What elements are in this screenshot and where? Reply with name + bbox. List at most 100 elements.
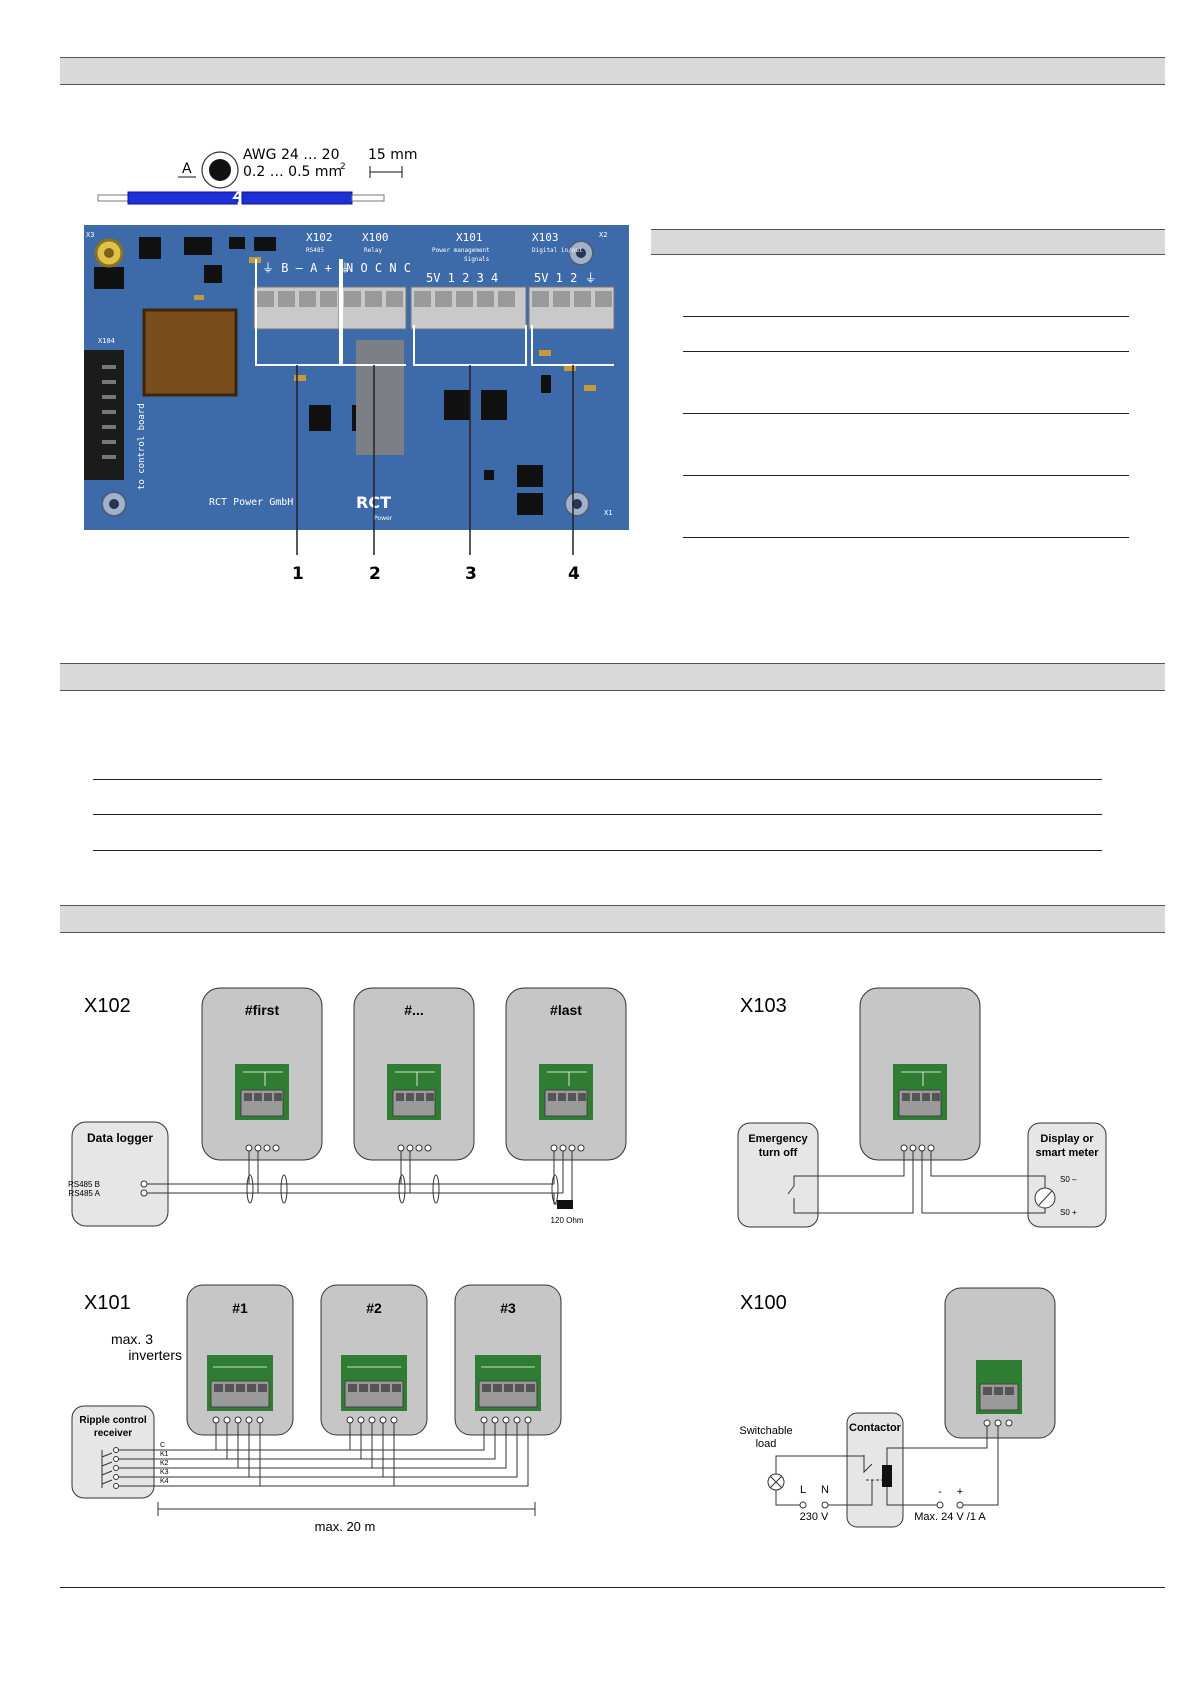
diagram-x102-title: X102 xyxy=(84,995,131,1017)
header-x101-sub2: Signals xyxy=(464,256,490,263)
x102-device-first: #first xyxy=(201,987,323,1161)
header-x103-id: X103 xyxy=(532,231,559,244)
x101-device-2: #2 xyxy=(320,1284,428,1436)
section-header-wiring xyxy=(60,57,1165,85)
x103-display-box: Display or smart meter S0 – S0 + xyxy=(1027,1122,1107,1228)
x103-emergency-box: Emergency turn off xyxy=(737,1122,819,1228)
terminal-block-x103 xyxy=(528,286,615,330)
diagram-x100-title: X100 xyxy=(740,1292,787,1314)
x101-device-3: #3 xyxy=(454,1284,562,1436)
svg-text:C: C xyxy=(160,1442,165,1449)
section-header-specs xyxy=(60,663,1165,691)
header-x101-id: X101 xyxy=(456,231,483,244)
table-rule xyxy=(683,537,1129,538)
svg-text:K1: K1 xyxy=(160,1451,169,1458)
x101-ripple-receiver: Ripple control receiver C K1 K2 K3 K4 xyxy=(71,1405,169,1499)
x101-note: max. 3 xyxy=(111,1331,153,1347)
cable-awg: AWG 24 … 20 xyxy=(243,147,339,163)
pcb-logo-sub: Power xyxy=(374,515,393,522)
x100-dc-rating: Max. 24 V /1 A xyxy=(914,1511,986,1523)
header-x103-pins: 5V 1 2 ⏚ xyxy=(534,271,597,285)
callout-4: 4 xyxy=(568,564,580,584)
svg-text:receiver: receiver xyxy=(94,1428,132,1439)
table-rule xyxy=(93,779,1102,780)
svg-text:Ripple control: Ripple control xyxy=(79,1415,146,1426)
svg-text:K4: K4 xyxy=(160,1478,169,1485)
svg-text:turn off: turn off xyxy=(759,1147,798,1159)
section-header-terminals xyxy=(651,229,1165,255)
header-x101-sub: Power management xyxy=(432,247,490,254)
x102-terminator-label: 120 Ohm xyxy=(551,1216,584,1225)
header-x100-sub: Relay xyxy=(364,247,382,254)
x100-device xyxy=(944,1287,1056,1439)
table-rule xyxy=(93,850,1102,851)
callout-3: 3 xyxy=(465,564,477,584)
terminal-block-x101 xyxy=(410,286,527,330)
x102-device-last: #last xyxy=(505,987,627,1161)
relay xyxy=(356,340,404,455)
header-x102-pins: ⏚ B – A + ⏚ xyxy=(262,261,351,275)
terminal-block-x102 xyxy=(253,286,340,330)
header-x102-id: X102 xyxy=(306,231,333,244)
diagram-x101-title: X101 xyxy=(84,1292,131,1314)
x100-load-label: Switchable xyxy=(739,1425,792,1437)
svg-text:K3: K3 xyxy=(160,1469,169,1476)
x102-data-logger: Data logger RS485 B RS485 A xyxy=(68,1121,169,1227)
connector-x104-caption: to control board xyxy=(137,403,147,490)
diagram-x103-title: X103 xyxy=(740,995,787,1017)
transformer xyxy=(142,308,238,397)
connection-diagrams: X102 #first #... #last Data logger RS485… xyxy=(68,987,1107,1534)
svg-text:Emergency: Emergency xyxy=(748,1133,808,1145)
header-x100-pins: N O C N C xyxy=(346,261,411,275)
cable-strip-length: 15 mm xyxy=(368,147,418,163)
svg-text:Data logger: Data logger xyxy=(87,1131,153,1145)
cable-spec-figure: A AWG 24 … 20 0.2 … 0.5 mm 2 15 mm xyxy=(97,147,418,205)
x100-mains-n: N xyxy=(821,1484,829,1496)
mount-label: X3 xyxy=(86,231,94,239)
mount-label: X1 xyxy=(604,509,612,517)
cable-cross-section-exponent: 2 xyxy=(340,162,346,172)
svg-text:Contactor: Contactor xyxy=(849,1422,902,1434)
header-x100-id: X100 xyxy=(362,231,389,244)
header-x101-pins: 5V 1 2 3 4 xyxy=(426,271,498,285)
x100-contactor: Contactor xyxy=(846,1412,904,1528)
x100-dc-minus: - xyxy=(938,1486,942,1498)
pcb-photo: X3 X2 X1 X104 to control board RCT Power… xyxy=(84,225,629,584)
x102-line-label: RS485 A xyxy=(68,1189,100,1198)
connector-x104 xyxy=(84,350,124,480)
svg-text:K2: K2 xyxy=(160,1460,169,1467)
x102-device-label: #... xyxy=(404,1002,423,1018)
x102-terminator-resistor xyxy=(557,1200,573,1209)
table-rule xyxy=(683,316,1129,317)
x100-load-label: load xyxy=(756,1438,777,1450)
cable-label-a: A xyxy=(182,161,192,177)
connector-x104-label: X104 xyxy=(98,337,115,345)
x103-device xyxy=(859,987,981,1161)
table-rule xyxy=(683,351,1129,352)
section-header-diagrams xyxy=(60,905,1165,933)
x100-mains-voltage: 230 V xyxy=(800,1511,829,1523)
cable-cross-section: 0.2 … 0.5 mm xyxy=(243,164,342,180)
header-x102-sub: RS485 xyxy=(306,247,324,254)
x103-pin-label: S0 + xyxy=(1060,1208,1077,1217)
table-rule xyxy=(683,475,1129,476)
x103-pin-label: S0 – xyxy=(1060,1175,1077,1184)
x102-device-middle: #... xyxy=(353,987,475,1161)
x101-device-1: #1 xyxy=(186,1284,294,1436)
svg-text:smart meter: smart meter xyxy=(1036,1147,1100,1159)
contactor-coil-icon xyxy=(882,1465,892,1487)
callout-1: 1 xyxy=(292,564,304,584)
svg-text:#2: #2 xyxy=(366,1300,382,1316)
svg-text:Display or: Display or xyxy=(1040,1133,1094,1145)
pcb-maker: RCT Power GmbH xyxy=(209,497,293,508)
terminal-block-x100 xyxy=(340,286,407,330)
table-rule xyxy=(683,413,1129,414)
x102-device-label: #first xyxy=(245,1002,280,1018)
x102-line-label: RS485 B xyxy=(68,1180,100,1189)
x101-distance: max. 20 m xyxy=(315,1519,376,1534)
cable-wire-icon xyxy=(97,191,385,205)
footer-rule xyxy=(60,1587,1165,1588)
x100-mains-l: L xyxy=(800,1484,806,1496)
table-rule xyxy=(93,814,1102,815)
callout-2: 2 xyxy=(369,564,381,584)
